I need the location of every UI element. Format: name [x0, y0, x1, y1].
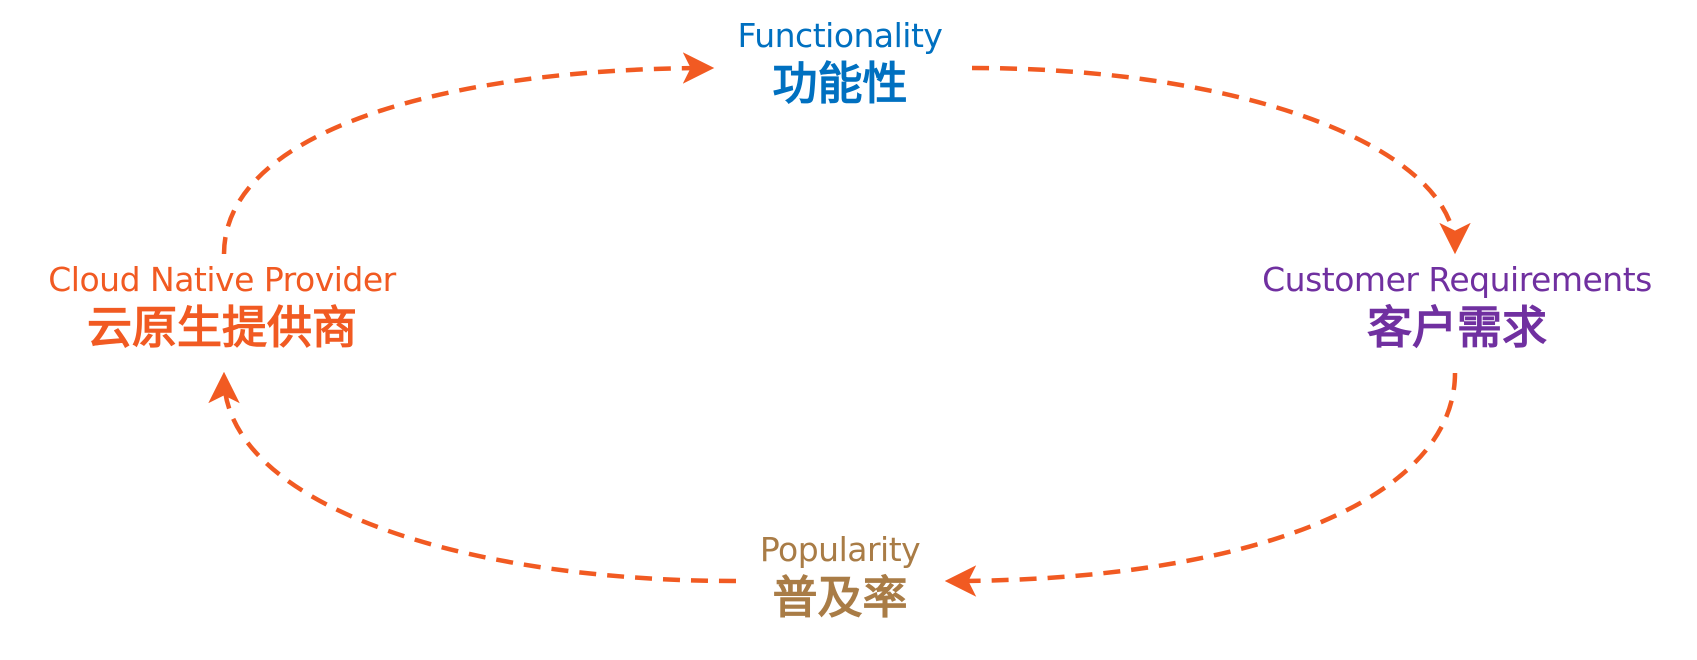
node-popularity: Popularity 普及率 — [759, 530, 921, 626]
node-customer-requirements: Customer Requirements 客户需求 — [1262, 260, 1652, 356]
functionality-label-zh: 功能性 — [772, 57, 908, 110]
node-functionality: Functionality 功能性 — [738, 16, 943, 112]
arrow-popularity-to-provider — [208, 371, 737, 584]
arrow-customer-to-popularity — [944, 372, 1458, 597]
customer-label-zh: 客户需求 — [1366, 301, 1547, 354]
arrow-provider-to-functionality — [221, 52, 715, 255]
functionality-label-en: Functionality — [737, 16, 943, 55]
provider-label-en: Cloud Native Provider — [48, 260, 396, 299]
provider-label-zh: 云原生提供商 — [86, 301, 357, 354]
popularity-label-zh: 普及率 — [772, 571, 908, 624]
arrow-functionality-to-customer — [971, 65, 1471, 255]
node-cloud-native-provider: Cloud Native Provider 云原生提供商 — [48, 260, 396, 356]
customer-label-en: Customer Requirements — [1262, 260, 1652, 299]
popularity-label-en: Popularity — [759, 530, 921, 569]
